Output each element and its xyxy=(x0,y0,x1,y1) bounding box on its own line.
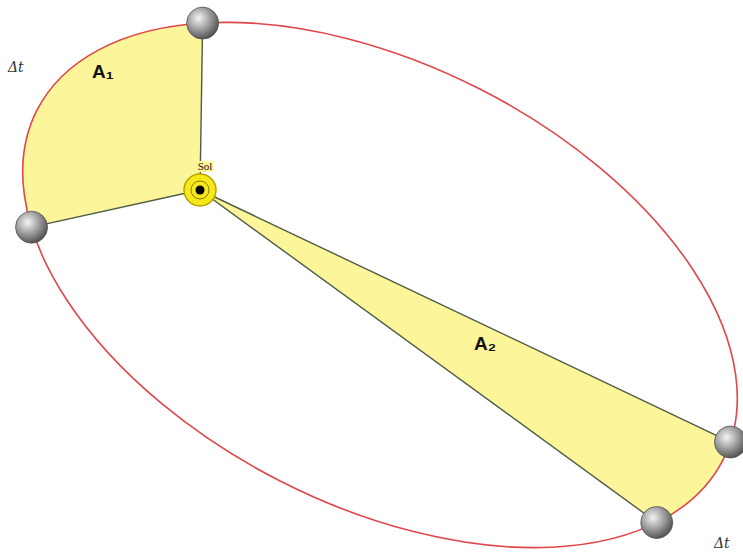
radius-line xyxy=(32,190,200,227)
planet-symbol xyxy=(641,506,673,538)
area-label: A₁ xyxy=(92,62,114,81)
sun-center xyxy=(196,186,205,195)
radius-line xyxy=(200,190,657,522)
swept-areas xyxy=(23,23,731,522)
area-label: A₂ xyxy=(474,334,496,353)
radius-lines xyxy=(32,23,731,522)
sun-ring xyxy=(191,181,209,199)
planet-symbol xyxy=(187,7,219,39)
radius-line xyxy=(200,190,730,442)
swept-area xyxy=(23,23,203,227)
sun-symbol xyxy=(184,174,216,206)
swept-area xyxy=(200,190,730,523)
planet-symbols xyxy=(16,7,743,538)
sun-label: Sol xyxy=(197,161,214,172)
time-interval: Δt xyxy=(714,536,730,550)
time-interval: Δt xyxy=(8,60,24,74)
sun-disc xyxy=(184,174,216,206)
planet-symbol xyxy=(16,211,48,243)
planet-symbol xyxy=(714,426,743,458)
